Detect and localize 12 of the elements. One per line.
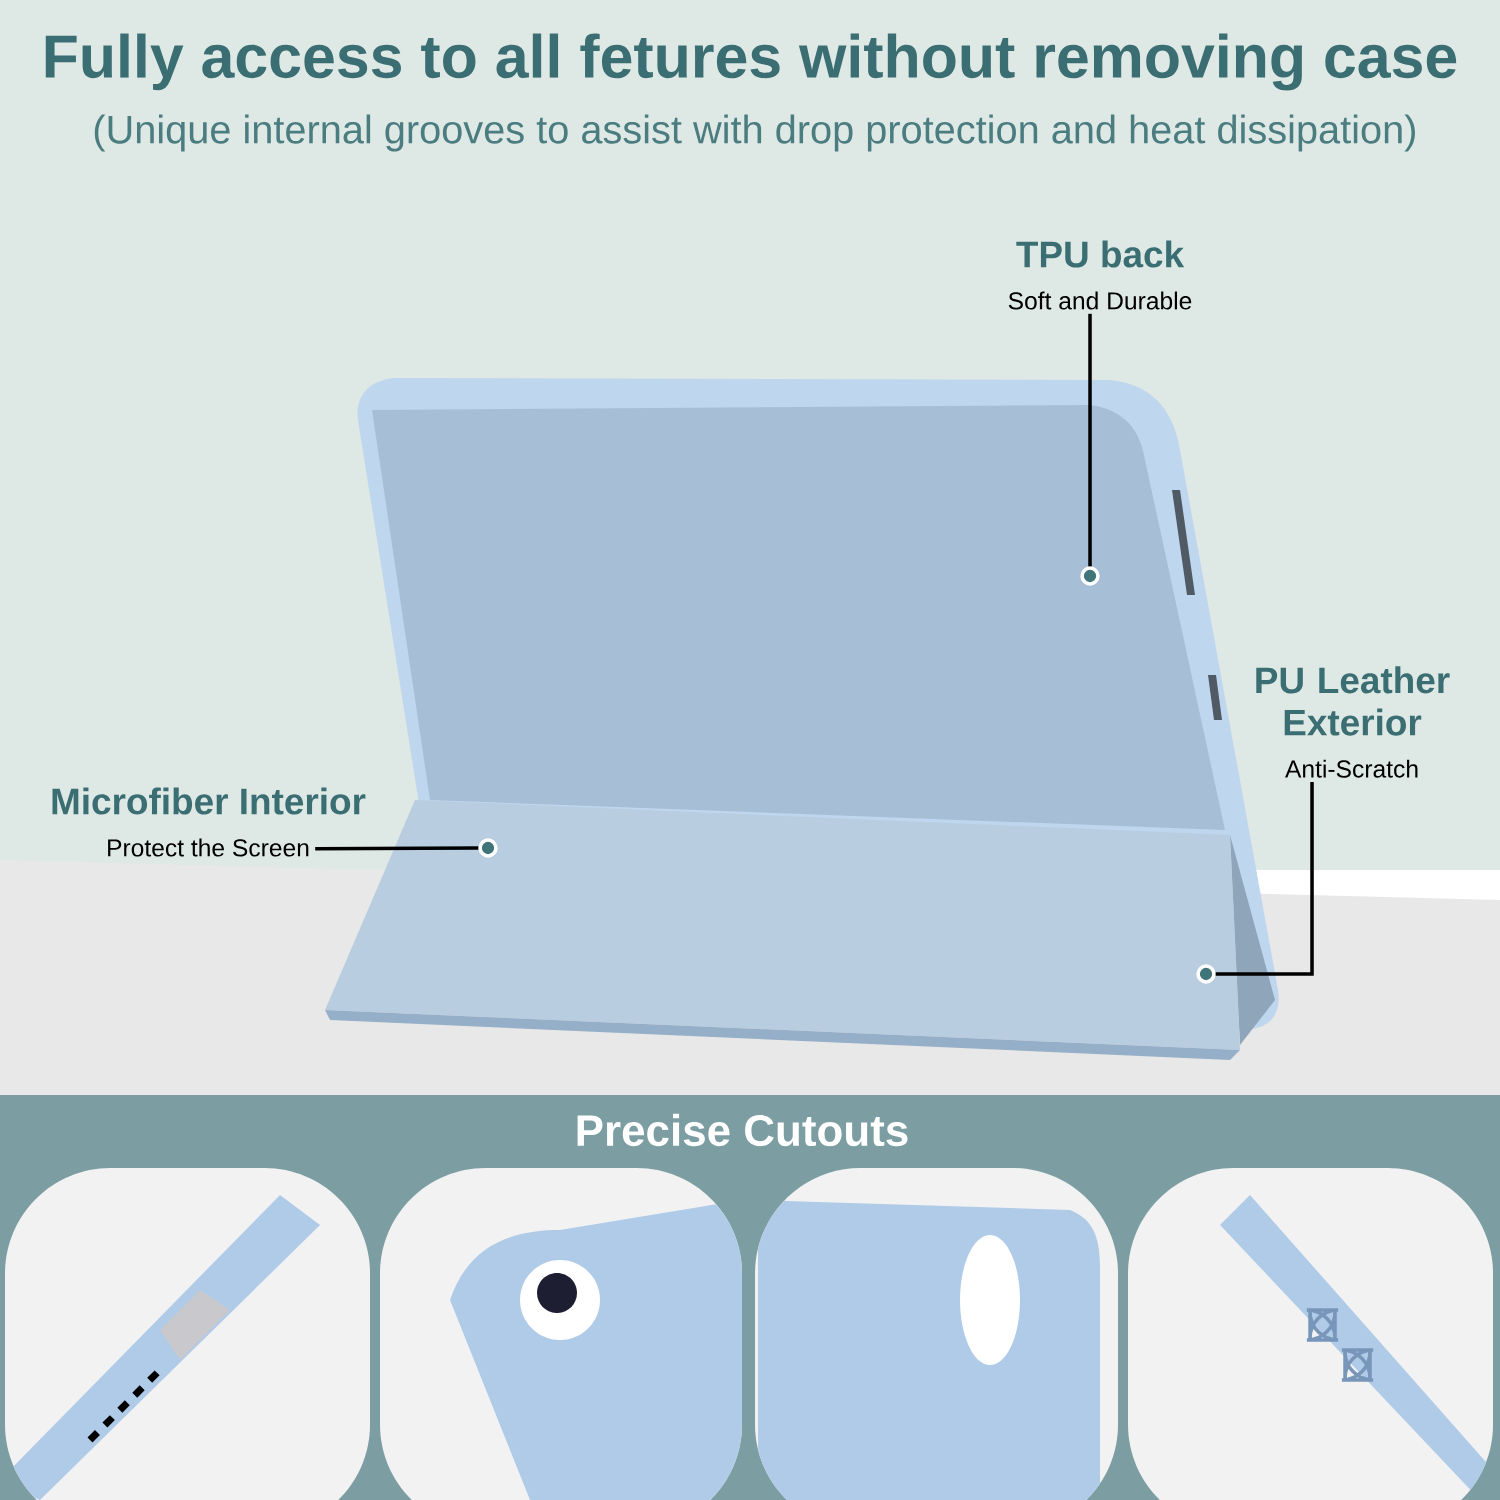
subtitle: (Unique internal grooves to assist with drop protection and heat dissipation) bbox=[94, 114, 1415, 152]
dot-marker bbox=[1196, 964, 1216, 984]
dot-marker bbox=[1080, 566, 1100, 586]
leader-line bbox=[315, 846, 479, 851]
callout-label: Microfiber Interior Protect the Screen bbox=[52, 787, 366, 857]
dot-marker bbox=[478, 838, 498, 858]
leader-line bbox=[1088, 313, 1092, 567]
title: Fully access to all fetures without removing case bbox=[45, 33, 1457, 91]
callout-label: TPU back Soft and Durable bbox=[1008, 240, 1192, 310]
leader-line bbox=[1215, 781, 1314, 976]
section-heading: Precise Cutouts bbox=[577, 1113, 908, 1147]
callout-label: PU Leather Exterior Anti-Scratch bbox=[1256, 666, 1450, 778]
